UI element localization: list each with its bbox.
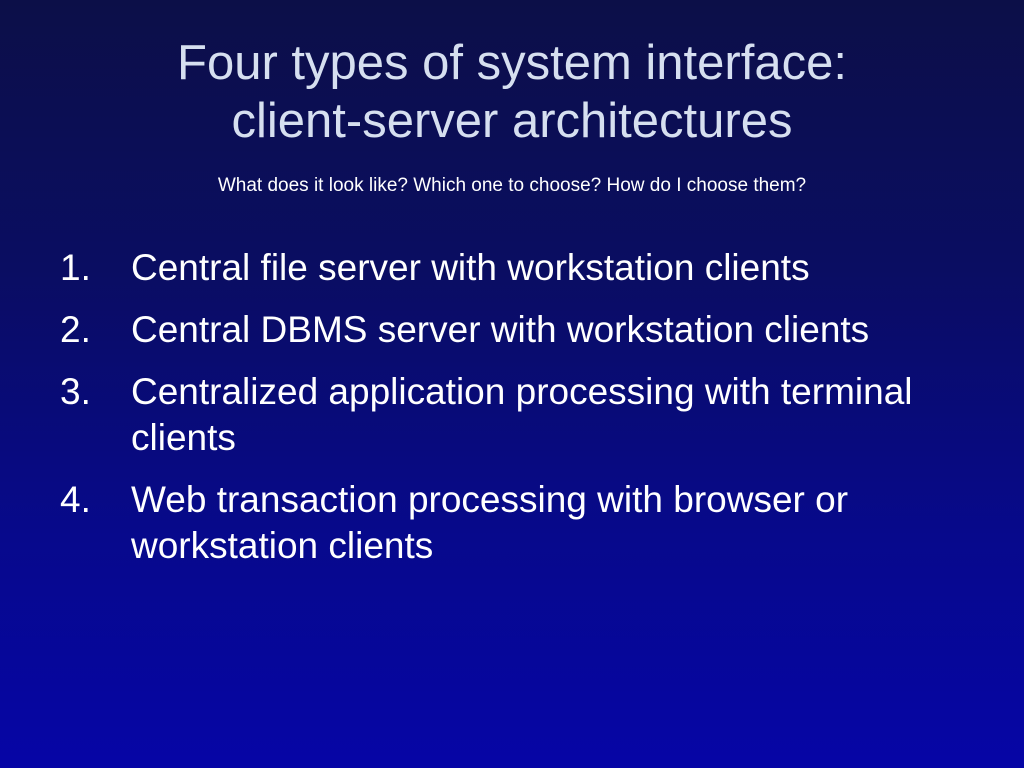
slide-subtitle: What does it look like? Which one to cho…: [217, 175, 807, 196]
list-item: 1. Central file server with workstation …: [60, 245, 980, 291]
list-item-number: 3.: [60, 371, 91, 412]
list-item-number: 2.: [60, 309, 91, 350]
list-item-text: Central DBMS server with workstation cli…: [131, 309, 870, 350]
slide-title-line-2: client-server architectures: [231, 94, 793, 148]
list-item: 4. Web transaction processing with brows…: [60, 477, 980, 569]
architecture-list: 1. Central file server with workstation …: [60, 245, 980, 585]
slide-title-line-1: Four types of system interface:: [177, 36, 847, 90]
list-item-text: Centralized application processing with …: [131, 371, 913, 458]
list-item-number: 4.: [60, 479, 91, 520]
list-item-number: 1.: [60, 247, 91, 288]
list-item: 3. Centralized application processing wi…: [60, 369, 980, 461]
list-item-text: Central file server with workstation cli…: [131, 247, 810, 288]
slide-title: Four types of system interface: client-s…: [0, 34, 1024, 150]
list-item-text: Web transaction processing with browser …: [131, 479, 849, 566]
list-item: 2. Central DBMS server with workstation …: [60, 307, 980, 353]
